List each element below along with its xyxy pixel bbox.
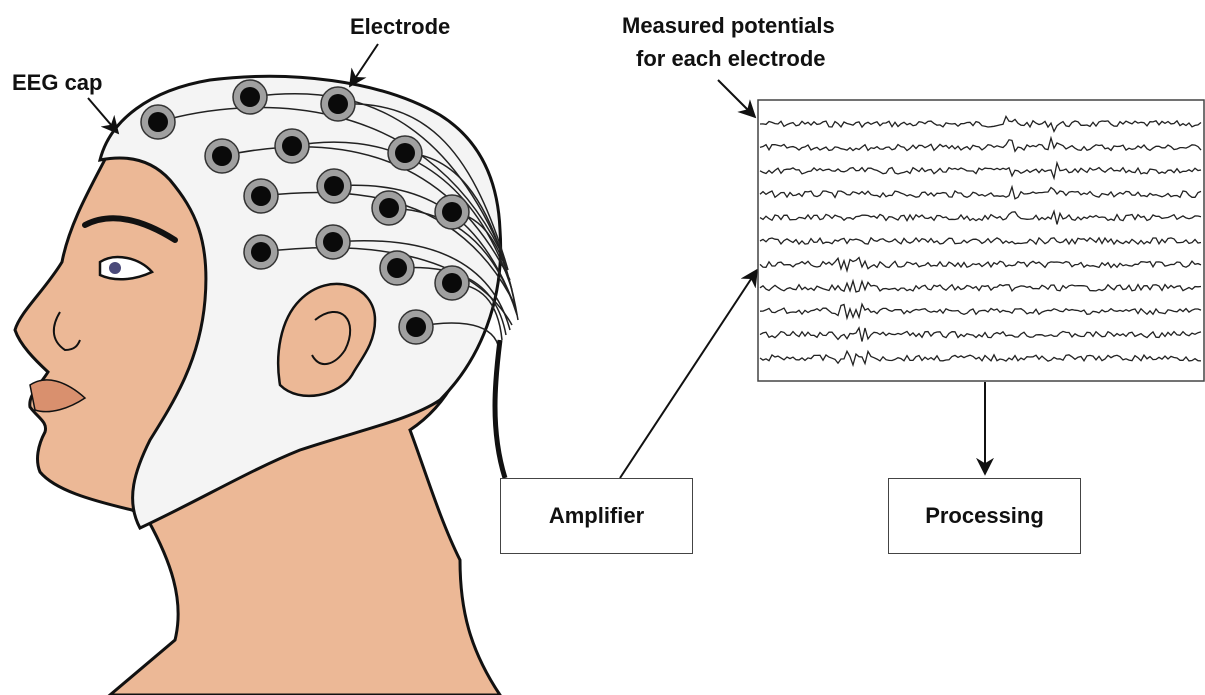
amplifier-box: Amplifier bbox=[500, 478, 693, 554]
amplifier-label: Amplifier bbox=[549, 503, 644, 529]
cable bbox=[495, 340, 505, 478]
signal-panel bbox=[758, 100, 1204, 381]
amplifier-to-signals-arrow bbox=[620, 270, 757, 478]
processing-label: Processing bbox=[925, 503, 1044, 529]
electrode bbox=[380, 251, 414, 285]
electrode bbox=[244, 179, 278, 213]
electrode bbox=[388, 136, 422, 170]
electrode bbox=[205, 139, 239, 173]
electrode bbox=[435, 266, 469, 300]
measured-potentials-label-line1: Measured potentials bbox=[622, 15, 835, 37]
electrode bbox=[399, 310, 433, 344]
iris bbox=[109, 262, 121, 274]
measured-potentials-label-line2: for each electrode bbox=[636, 48, 826, 70]
processing-box: Processing bbox=[888, 478, 1081, 554]
electrode bbox=[372, 191, 406, 225]
electrode bbox=[435, 195, 469, 229]
electrode-arrow bbox=[350, 44, 378, 86]
electrode bbox=[317, 169, 351, 203]
electrode bbox=[316, 225, 350, 259]
eeg-cap-arrow bbox=[88, 98, 118, 133]
electrode bbox=[244, 235, 278, 269]
electrode bbox=[321, 87, 355, 121]
electrode bbox=[233, 80, 267, 114]
electrode-label: Electrode bbox=[350, 16, 450, 38]
measured-arrow bbox=[718, 80, 755, 117]
electrode bbox=[141, 105, 175, 139]
electrode bbox=[275, 129, 309, 163]
eeg-cap-label: EEG cap bbox=[12, 72, 102, 94]
